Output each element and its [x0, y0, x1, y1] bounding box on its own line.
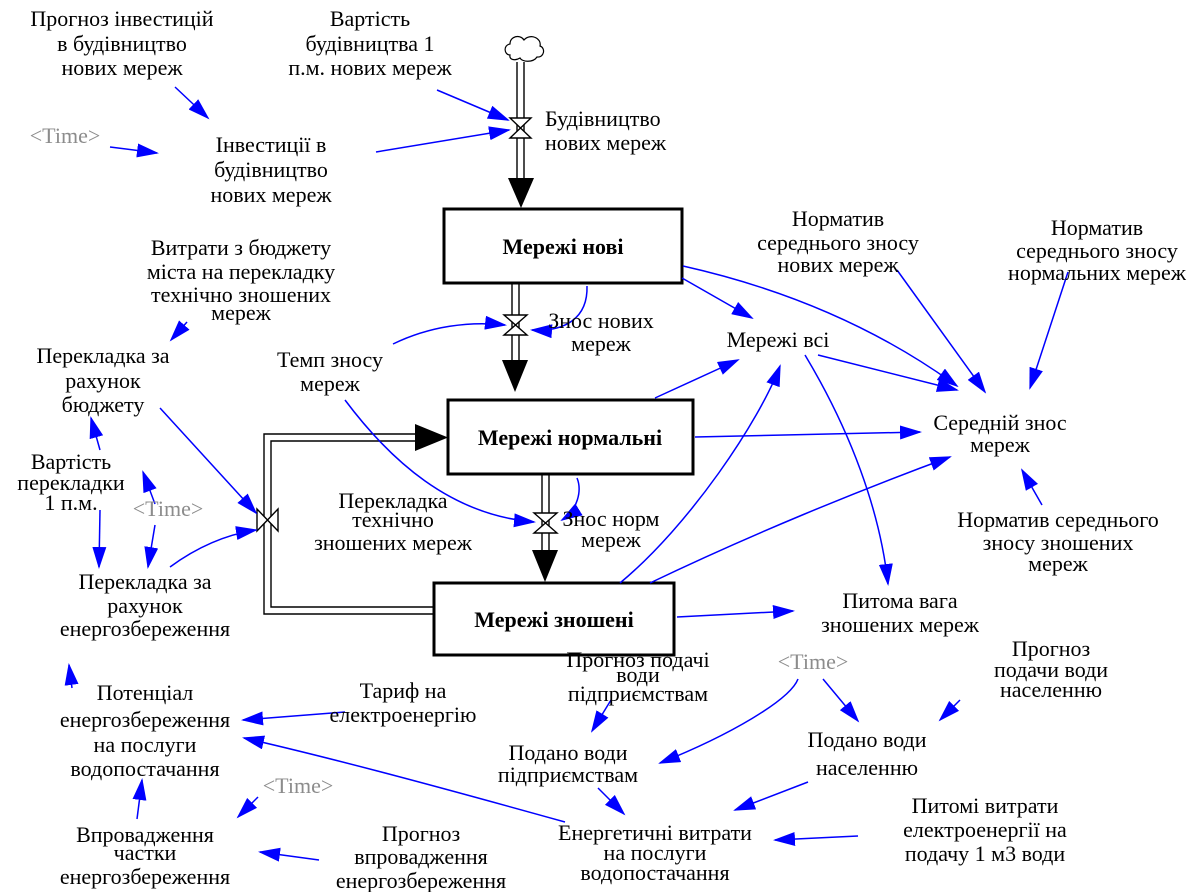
relay-valve[interactable]: [256, 507, 279, 533]
time-shadow-3[interactable]: <Time>: [263, 773, 333, 798]
build-valve[interactable]: [508, 117, 533, 139]
relay-flow-arrowhead: [415, 424, 448, 451]
stock-worn-label: Мережі зношені: [474, 607, 633, 632]
all-networks-label[interactable]: Мережі всі: [727, 327, 830, 352]
stock-new-networks[interactable]: Мережі нові: [442, 207, 684, 285]
wear-norm-valve[interactable]: [532, 512, 559, 534]
stock-new-label: Мережі нові: [503, 234, 624, 259]
time-shadow-4[interactable]: <Time>: [778, 649, 848, 674]
wear-new-arrowhead: [502, 360, 528, 392]
cloud-source-icon: [504, 35, 545, 62]
time-shadow-2[interactable]: <Time>: [133, 496, 203, 521]
wear-new-valve[interactable]: [502, 314, 529, 336]
stock-normal-networks[interactable]: Мережі нормальні: [446, 398, 695, 476]
time-shadow-1[interactable]: <Time>: [30, 123, 100, 148]
causal-links: [64, 86, 1069, 862]
build-flow-arrowhead: [508, 178, 534, 208]
stock-normal-label: Мережі нормальні: [478, 425, 662, 450]
wear-norm-arrowhead: [532, 550, 558, 582]
stock-worn-networks[interactable]: Мережі зношені: [432, 581, 676, 657]
